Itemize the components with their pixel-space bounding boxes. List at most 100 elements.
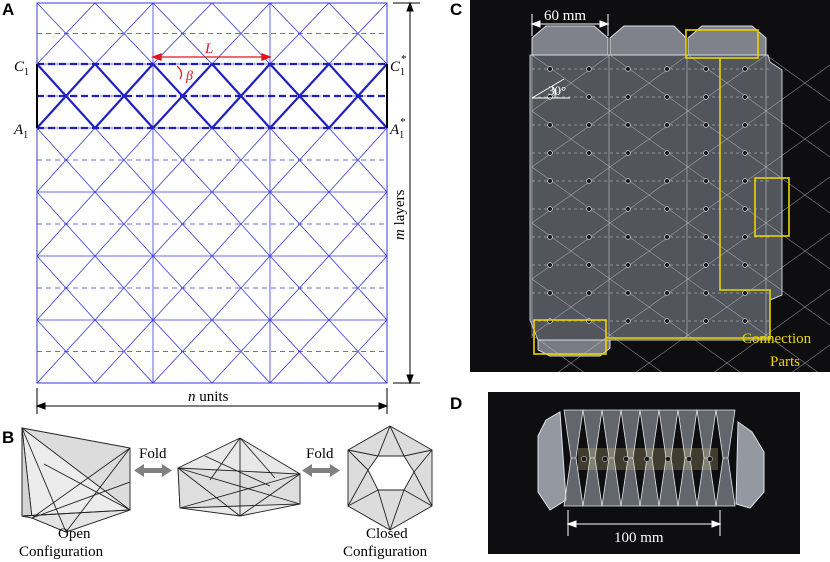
sheet-hole	[742, 94, 748, 100]
sheet-diagonal-crease	[531, 222, 611, 280]
panel-label-c: C	[450, 0, 463, 19]
sheet-hole	[625, 318, 631, 324]
sheet-hole	[664, 178, 670, 184]
sheet-hole	[625, 290, 631, 296]
sheet-hole	[625, 66, 631, 72]
m-layers-label: m layers	[392, 189, 408, 240]
sheet-hole	[586, 290, 592, 296]
sheet-hole	[742, 150, 748, 156]
sheet-hole	[742, 178, 748, 184]
sheet-hole	[547, 150, 553, 156]
tube-hole	[665, 456, 671, 462]
sheet-hole	[547, 66, 553, 72]
highlight-box-top-tab	[685, 29, 759, 59]
closed-configuration-hexagon	[347, 425, 433, 531]
sheet-hole	[664, 94, 670, 100]
l-label: L	[204, 41, 213, 57]
sheet-diagonal-crease	[687, 110, 767, 168]
sheet-hole	[625, 234, 631, 240]
fold-label-1: Fold	[139, 446, 167, 462]
angle-30-label: 30°	[548, 83, 566, 98]
sheet-hole	[703, 234, 709, 240]
sheet-hole	[586, 262, 592, 268]
sheet-diagonal-crease	[609, 278, 689, 336]
fold-label-2: Fold	[306, 446, 334, 462]
sheet-diagonal-crease	[765, 288, 830, 336]
sheet-diagonal-crease	[609, 222, 689, 280]
sheet-hole	[742, 262, 748, 268]
sheet-hole	[586, 66, 592, 72]
sheet-hole	[703, 318, 709, 324]
sheet-diagonal-crease	[531, 54, 611, 112]
dim-100mm	[566, 510, 722, 536]
connection-part-highlights	[533, 29, 790, 355]
vertex-label-a1: A1	[13, 122, 28, 141]
sheet-hole	[742, 290, 748, 296]
vertex-label-a1-star: A1*	[389, 116, 406, 141]
sheet-hole	[664, 262, 670, 268]
fold-arrow-2	[302, 464, 340, 477]
sheet-diagonal-crease	[687, 166, 767, 224]
top-tab-1	[531, 25, 609, 56]
sheet-hole	[664, 122, 670, 128]
right-end-tab	[735, 421, 765, 509]
crease-pattern-diagram: L β C1 C1* A1 A1* m layers n units	[13, 1, 420, 414]
sheet-diagonal-crease	[765, 120, 830, 168]
m-layers-dimension	[393, 1, 420, 385]
sheet-hole	[703, 66, 709, 72]
sheet-hole	[664, 66, 670, 72]
sheet-hole	[742, 206, 748, 212]
closed-configuration-label-line2: Configuration	[343, 544, 428, 560]
pattern-diagonal-crease	[36, 2, 388, 65]
tube-folds	[563, 409, 736, 507]
tube-hole	[581, 456, 587, 462]
sheet-hole	[703, 150, 709, 156]
sheet-hole	[703, 122, 709, 128]
sheet-hole	[742, 318, 748, 324]
sheet-diagonal-crease	[609, 334, 663, 372]
sheet-hole	[664, 234, 670, 240]
highlight-box-bottom-tab	[533, 319, 607, 355]
sheet-diagonal-crease	[531, 110, 611, 168]
sheet-diagonal-crease	[765, 64, 830, 112]
tube-hole	[623, 456, 629, 462]
sheet-hole	[625, 150, 631, 156]
sheet-hole	[625, 122, 631, 128]
prototype-sheet-photo: 60 mm 30° Connection Parts	[470, 0, 830, 372]
sheet-hole	[625, 94, 631, 100]
dim-60mm-label: 60 mm	[544, 8, 586, 24]
fold-arrow-1	[134, 464, 172, 477]
sheet-hole	[547, 206, 553, 212]
highlight-zigzag-down	[36, 62, 388, 130]
open-configuration-prism	[21, 427, 131, 533]
sheet-hole	[664, 318, 670, 324]
connection-parts-label-line2: Parts	[770, 354, 800, 370]
sheet-diagonal-crease	[609, 166, 689, 224]
panel-label-a: A	[2, 0, 15, 19]
tube-hole	[602, 456, 608, 462]
sheet-diagonal-crease	[531, 278, 611, 336]
sheet-hole	[547, 122, 553, 128]
sheet-hole	[547, 290, 553, 296]
n-units-label: n units	[188, 389, 229, 405]
sheet-hole	[703, 206, 709, 212]
sheet-diagonal-crease	[687, 278, 767, 336]
sheet-hole	[547, 234, 553, 240]
sheet-hole	[703, 178, 709, 184]
sheet-hole	[703, 262, 709, 268]
sheet-hole	[742, 66, 748, 72]
highlight-zigzag-up	[36, 62, 388, 130]
sheet-diagonal-crease	[687, 54, 767, 112]
sheet-diagonal-crease	[609, 110, 689, 168]
highlight-leader-line	[606, 58, 771, 339]
pattern-diagonal-crease	[36, 319, 388, 384]
sheet-hole	[742, 234, 748, 240]
sheet-hole	[664, 290, 670, 296]
sheet-hole	[703, 290, 709, 296]
sheet-crease-grid	[531, 54, 830, 372]
sheet-diagonal-crease	[765, 232, 830, 280]
folded-tube-drawing: 100 mm	[537, 409, 765, 546]
sheet-hole	[703, 94, 709, 100]
sheet-hole	[664, 206, 670, 212]
panel-label-b: B	[2, 428, 15, 447]
